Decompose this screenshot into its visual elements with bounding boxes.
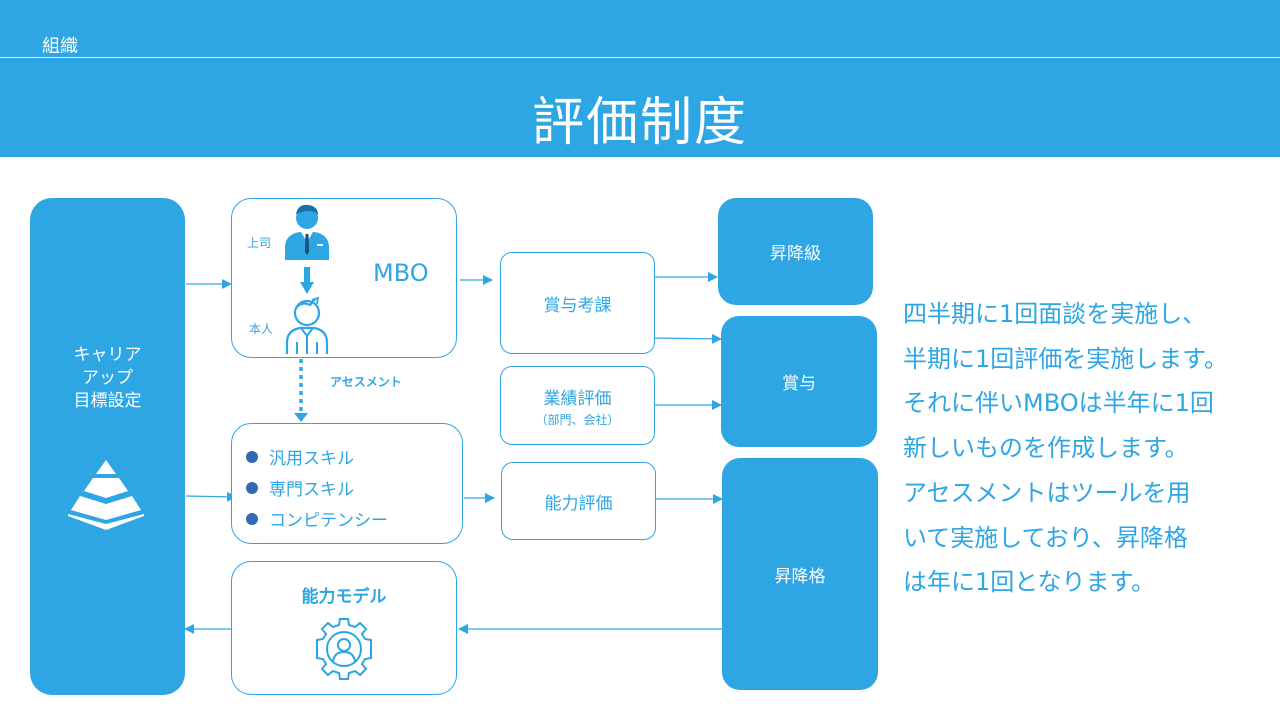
description-line: 新しいものを作成します。	[903, 434, 1189, 463]
career-goal-box: キャリア アップ 目標設定	[30, 198, 185, 695]
performance-review-note: （部門、会社）	[535, 412, 620, 427]
arrow-down-icon	[300, 267, 314, 294]
grade-change-box: 昇降級	[718, 198, 873, 305]
description-text: 四半期に1回面談を実施し、 半期に1回評価を実施します。 それに伴いMBOは半年…	[903, 292, 1273, 605]
ability-model-title: 能力モデル	[301, 587, 387, 607]
arrow-career-to-skills	[185, 491, 237, 502]
self-label: 本人	[249, 322, 274, 336]
performance-review-box: 業績評価 （部門、会社）	[500, 366, 655, 445]
bullet-icon	[246, 512, 258, 525]
ability-review-label: 能力評価	[544, 493, 613, 514]
arrow-bonus-review-to-bonus	[654, 333, 722, 344]
mbo-box: 上司 本人 MBO	[231, 198, 457, 358]
bullet-icon	[246, 481, 258, 494]
employee-icon	[285, 296, 329, 354]
description-line: いて実施しており、昇降格	[903, 523, 1188, 552]
rank-change-box: 昇降格	[722, 458, 878, 690]
bonus-review-box: 賞与考課	[500, 252, 655, 354]
businessman-icon	[285, 204, 329, 260]
page-title: 評価制度	[531, 93, 748, 153]
rank-change-label: 昇降格	[774, 566, 826, 587]
description-line: アセスメントはツールを用	[903, 478, 1191, 507]
description-line: それに伴いMBOは半年に1回	[903, 389, 1214, 418]
description-line: は年に1回となります。	[903, 568, 1156, 597]
bonus-label: 賞与	[782, 374, 816, 394]
description-line: 四半期に1回面談を実施し、	[903, 300, 1207, 328]
header-divider	[0, 57, 1280, 58]
career-goal-label: キャリア アップ 目標設定	[73, 345, 142, 411]
mbo-label: MBO	[373, 259, 429, 287]
header-bar	[0, 0, 1280, 157]
boss-label: 上司	[247, 236, 272, 250]
performance-review-label: 業績評価	[543, 388, 612, 409]
gear-person-icon	[316, 618, 372, 680]
skill-item: 専門スキル	[246, 475, 354, 500]
pyramid-icon	[68, 460, 144, 530]
ability-model-box: 能力モデル	[231, 561, 457, 695]
assessment-label: アセスメント	[330, 375, 402, 389]
section-label: 組織	[42, 36, 78, 57]
ability-review-box: 能力評価	[501, 462, 656, 540]
description-line: 半期に1回評価を実施します。	[903, 344, 1228, 373]
bullet-icon	[246, 450, 258, 463]
skill-item: 汎用スキル	[246, 444, 354, 469]
bonus-box: 賞与	[721, 316, 877, 447]
skill-item: コンピテンシー	[246, 506, 388, 531]
grade-change-label: 昇降級	[770, 244, 821, 264]
bonus-review-label: 賞与考課	[543, 295, 612, 316]
skills-box: 汎用スキル 専門スキル コンピテンシー	[231, 423, 463, 544]
